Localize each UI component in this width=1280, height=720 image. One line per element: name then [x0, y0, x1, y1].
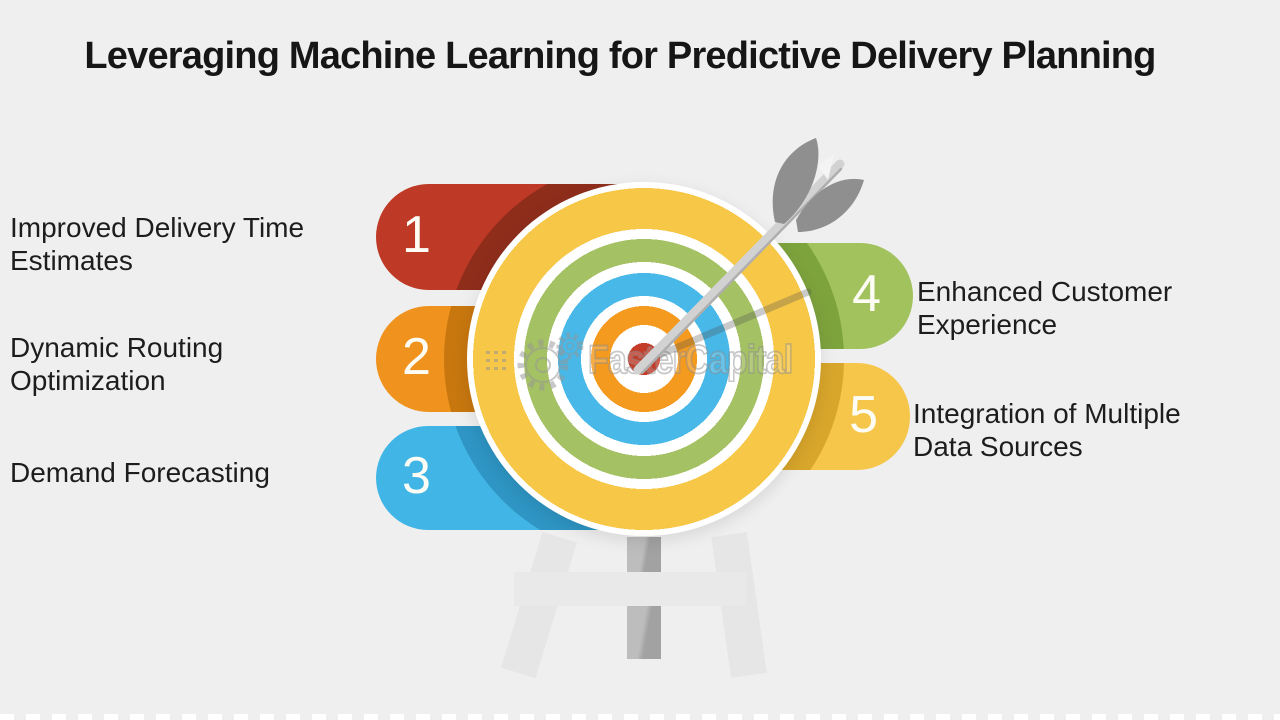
step-number-1: 1 — [402, 205, 431, 264]
label-line: Estimates — [10, 245, 133, 276]
step-label-1: Improved Delivery Time Estimates — [10, 211, 304, 277]
circuit-dashes-icon — [486, 350, 508, 370]
watermark-brand-text: FasterCapital — [587, 337, 794, 383]
label-line: Experience — [917, 309, 1058, 340]
watermark: FasterCapital — [486, 328, 828, 392]
step-label-3: Demand Forecasting — [10, 456, 270, 489]
step-label-5: Integration of Multiple Data Sources — [913, 397, 1181, 463]
label-line: Data Sources — [913, 431, 1083, 462]
page-title: Leveraging Machine Learning for Predicti… — [84, 35, 1156, 78]
gear-icon — [517, 332, 584, 391]
stand-post-lower — [627, 606, 661, 659]
step-number-5: 5 — [849, 385, 878, 444]
stand-post-upper — [627, 537, 661, 574]
label-line: Integration of Multiple — [913, 398, 1181, 429]
label-line: Dynamic Routing — [10, 332, 224, 363]
step-label-4: Enhanced Customer Experience — [917, 275, 1172, 341]
step-label-2: Dynamic Routing Optimization — [10, 331, 223, 397]
bottom-dotted-border — [0, 714, 1280, 720]
step-number-2: 2 — [402, 327, 431, 386]
easel-crossbar — [514, 572, 746, 606]
step-number-4: 4 — [852, 264, 881, 323]
arrow-icon — [633, 138, 864, 375]
label-line: Demand Forecasting — [10, 457, 270, 488]
label-line: Optimization — [10, 365, 166, 396]
label-line: Enhanced Customer — [917, 276, 1173, 307]
step-number-3: 3 — [402, 446, 431, 505]
label-line: Improved Delivery Time — [10, 212, 305, 243]
